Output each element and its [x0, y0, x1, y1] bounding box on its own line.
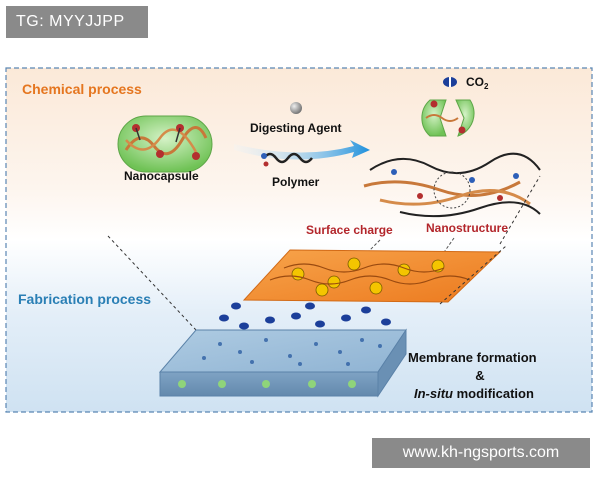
in-situ-modification-label: In-situ modification [414, 386, 534, 401]
broken-capsule-graphic [421, 99, 475, 137]
plate-charges [269, 257, 471, 297]
surface-charge-label: Surface charge [306, 223, 393, 237]
membrane-slab [158, 328, 407, 398]
digesting-agent-label: Digesting Agent [250, 121, 342, 135]
watermark-bottom: www.kh-ngsports.com [372, 438, 590, 468]
watermark-top: TG: MYYJJPP [6, 6, 148, 38]
chemical-process-label: Chemical process [22, 81, 142, 97]
co2-label: CO2 [466, 75, 489, 91]
membrane-formation-label: Membrane formation [408, 350, 537, 365]
ampersand-label: & [475, 368, 484, 383]
polymer-chain [263, 152, 313, 164]
nanocapsule-graphic [117, 115, 213, 173]
nanocapsule-label: Nanocapsule [124, 169, 199, 183]
falling-co2-molecules [219, 302, 391, 330]
digesting-agent-ball [290, 102, 302, 114]
fabrication-process-label: Fabrication process [18, 291, 151, 307]
polymer-label: Polymer [272, 175, 320, 189]
polymer-network-graphic [363, 152, 541, 218]
nanostructure-label: Nanostructure [426, 221, 508, 235]
